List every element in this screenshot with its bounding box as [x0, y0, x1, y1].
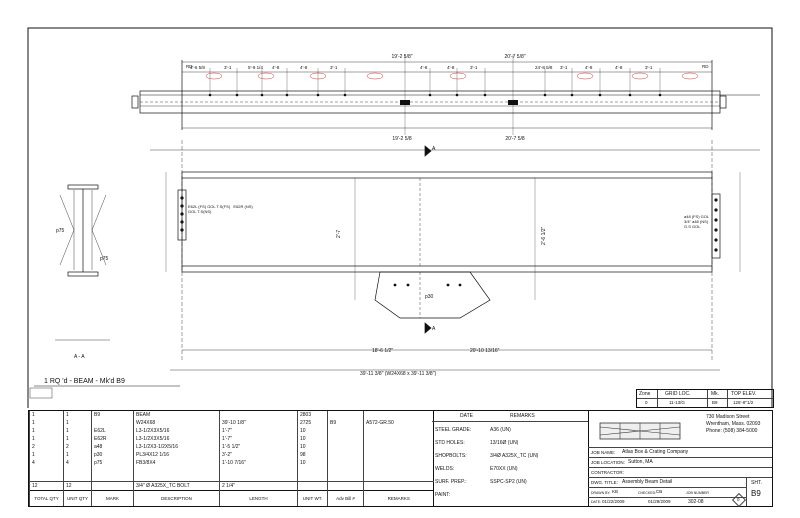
svg-text:4'-8: 4'-8 — [300, 65, 308, 70]
section-label: A - A — [74, 354, 85, 360]
elev-header-grid: GRID LOC. — [665, 391, 691, 397]
dim-bottom-right: 20'-10 13/16" — [470, 348, 500, 354]
svg-text:3'-1: 3'-1 — [560, 65, 568, 70]
svg-text:A: A — [432, 326, 436, 332]
rd-dim-label: RD — [186, 64, 193, 69]
top-view — [131, 55, 760, 135]
sheet-number: B9 — [751, 489, 761, 498]
section-mark-top: A — [432, 146, 436, 152]
right-plate-note: a48 (FS) GOL 3/4" a48 (NS) G.S GOL — [684, 214, 709, 229]
spec-row: SURF. PREP.: SSPC-SP2 (UN) — [435, 479, 527, 485]
svg-text:20'-7 5/8: 20'-7 5/8 — [505, 136, 525, 142]
elevation-box: Zone GRID LOC. Mk. TOP ELEV. 0 11-13/G B… — [636, 389, 774, 408]
svg-text:19'-2 5/8: 19'-2 5/8 — [392, 136, 412, 142]
date-label: DATE: — [591, 500, 602, 504]
date-checked: 01/29/2009 — [648, 499, 671, 504]
dim-top-left: 19'-2 5/8" — [391, 54, 412, 60]
company-address-2: Wrentham, Mass. 02093 — [706, 421, 761, 427]
job-location-label: JOB LOCATION: — [591, 460, 625, 465]
svg-text:3'-1: 3'-1 — [470, 65, 478, 70]
elevation-view — [150, 140, 760, 371]
company-logo — [599, 422, 681, 440]
overall-length: 39'-11 3/8" (W24X68 x 39'-11 3/8") — [360, 371, 436, 377]
section-mark-p75-left: p75 — [56, 228, 65, 234]
company-phone: Phone: (508) 384-5000 — [706, 428, 758, 434]
section-mark-p75-right: p75 — [100, 256, 109, 262]
title-block: 730 Madison Street Wrentham, Mass. 02093… — [588, 410, 773, 508]
svg-text:4'-8: 4'-8 — [615, 65, 623, 70]
job-location: Sutton, MA — [628, 459, 653, 465]
date-drawn: 01/22/2009 — [602, 499, 625, 504]
dim-height-right: 2'-6 1/2" — [541, 226, 547, 245]
checked-label: CHECKED: — [638, 491, 657, 495]
revision-number: 0 — [737, 497, 740, 502]
elevation-holes — [180, 196, 718, 287]
elev-zone: 0 — [645, 400, 648, 405]
spec-row: STEEL GRADE: A36 (UN) — [435, 427, 511, 433]
remarks-header: REMARKS — [510, 413, 535, 419]
job-name-label: JOB NAME: — [591, 450, 616, 455]
section-a-a — [55, 184, 110, 341]
elev-header-top: TOP ELEV. — [731, 391, 757, 397]
elev-header-zone: Zone — [639, 391, 651, 397]
svg-text:RD: RD — [702, 64, 709, 69]
drawn-by-label: DRAWN BY: — [591, 491, 611, 495]
plate-mark: p30 — [425, 294, 434, 300]
svg-text:24'-8 5/8: 24'-8 5/8 — [535, 65, 553, 70]
checked-by: CB — [656, 489, 663, 494]
svg-text:3'-1: 3'-1 — [330, 65, 338, 70]
dim-top-right: 20'-7 5/8" — [504, 54, 525, 60]
svg-text:4'-8: 4'-8 — [447, 65, 455, 70]
dwg-title-label: DWG. TITLE: — [591, 480, 618, 485]
svg-text:4'-8: 4'-8 — [420, 65, 428, 70]
contractor-label: CONTRACTOR: — [591, 470, 624, 475]
dwg-title: Assembly Beam Detail — [622, 479, 673, 485]
dim-height: 2'-7 — [336, 230, 342, 238]
date-header: DATE — [460, 413, 473, 419]
top-view-holes — [208, 93, 662, 105]
spec-row: WELDS: E70XX (UN) — [435, 466, 518, 472]
spec-row: PAINT: — [435, 492, 451, 498]
svg-text:4'-8: 4'-8 — [272, 65, 280, 70]
svg-text:3'-1: 3'-1 — [645, 65, 653, 70]
job-number: 302-08 — [688, 499, 704, 505]
elev-top: 126'-8"1/2 — [733, 400, 754, 405]
svg-text:3'-1: 3'-1 — [224, 65, 232, 70]
spec-block: DATE REMARKS STEEL GRADE: A36 (UN) STD H… — [432, 410, 589, 507]
sheet-label: SHT. — [751, 480, 762, 486]
left-plate-note: E62L (FS) GOL T.S(FS) E62R (NS) GOL T.S(… — [188, 204, 253, 214]
spec-row: SHOPBOLTS: 3/4Ø A325X_TC (UN) — [435, 453, 539, 459]
spec-row: STD HOLES: 13/16Ø (UN) — [435, 440, 519, 446]
svg-text:5'-9 1/4: 5'-9 1/4 — [248, 65, 263, 70]
svg-text:4'-8: 4'-8 — [585, 65, 593, 70]
company-address-1: 730 Madison Street — [706, 414, 750, 420]
dim-bottom-left: 18'-6 1/2" — [372, 348, 393, 354]
job-number-label: JOB NUMBER — [686, 491, 709, 495]
elev-mk: B9 — [712, 400, 718, 405]
svg-text:4'-6 5/8: 4'-6 5/8 — [190, 65, 205, 70]
beam-drawing: 4'-6 5/8 3'-1 5'-9 1/4 4'-8 4'-8 3'-1 4'-8 4'… — [27, 27, 773, 408]
piece-title: 1 RQ 'd - BEAM - Mk'd B9 — [44, 378, 125, 385]
elev-header-mk: Mk. — [711, 391, 720, 397]
elev-grid: 11-13/G — [669, 400, 685, 405]
drawn-by: KB — [612, 489, 619, 494]
job-name: Atlas Box & Crating Company — [622, 449, 689, 455]
